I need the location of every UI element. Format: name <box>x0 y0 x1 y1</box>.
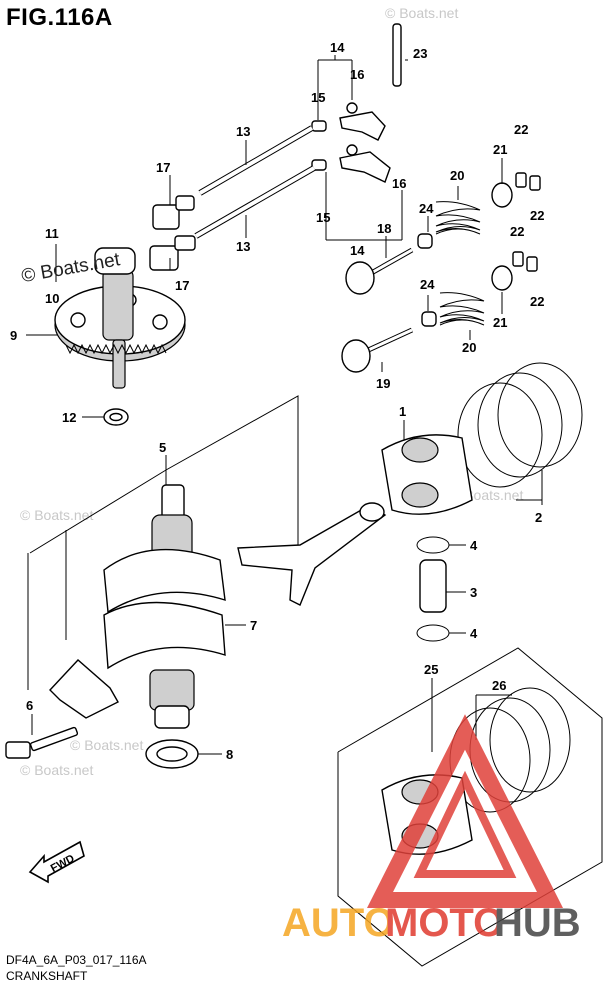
piston-ring-set[interactable] <box>457 362 583 488</box>
callout-label: 23 <box>413 46 427 61</box>
callout-label: 4 <box>470 626 478 641</box>
pin-clip-lower[interactable] <box>416 624 450 642</box>
exhaust-valve[interactable] <box>341 327 414 373</box>
callout-label: 20 <box>450 168 464 183</box>
callout-label: 22 <box>530 294 544 309</box>
washer-part[interactable] <box>103 408 129 426</box>
leader-lines <box>26 55 543 755</box>
brand-part-3: HUB <box>494 901 581 945</box>
figure-title: FIG.116A <box>6 4 113 31</box>
callout-label: 11 <box>45 226 59 241</box>
callout-label: 5 <box>159 440 166 455</box>
rod-cap[interactable] <box>49 659 119 719</box>
callout-label: 14 <box>330 40 345 55</box>
pin-clip-upper[interactable] <box>416 536 450 554</box>
tappet-upper[interactable] <box>152 195 195 230</box>
callout-label: 6 <box>26 698 33 713</box>
brand-watermark-logo: AUTO MOTO HUB <box>282 714 581 945</box>
rocker-shaft-upper[interactable] <box>198 125 314 196</box>
callout-label: 22 <box>510 224 524 239</box>
valve-spring-lower[interactable] <box>421 265 513 327</box>
watermark-text: © Boats.net <box>70 737 143 753</box>
callout-label: 25 <box>424 662 438 677</box>
callout-label: 3 <box>470 585 477 600</box>
brand-part-1: AUTO <box>282 901 395 945</box>
callout-label: 18 <box>377 221 391 236</box>
callout-label: 4 <box>470 538 478 553</box>
callout-label: 1 <box>399 404 406 419</box>
callout-label: 13 <box>236 239 250 254</box>
fwd-label: FWD <box>49 852 77 874</box>
cap-bolt[interactable] <box>5 726 79 759</box>
section-name: CRANKSHAFT <box>6 969 88 983</box>
connecting-rod[interactable] <box>237 502 387 606</box>
reference-numbers: 23 14 16 15 13 17 13 17 15 14 16 20 21 2… <box>10 40 544 762</box>
callout-label: 15 <box>311 90 325 105</box>
callout-label: 17 <box>156 160 170 175</box>
camshaft-gear[interactable] <box>54 247 186 389</box>
intake-valve[interactable] <box>345 247 414 295</box>
tappet-lower[interactable] <box>149 235 196 271</box>
valve-cotter-lower[interactable] <box>512 251 538 272</box>
callout-label: 16 <box>350 67 364 82</box>
callout-label: 24 <box>420 277 435 292</box>
forward-arrow-icon: FWD <box>28 840 85 884</box>
callout-label: 13 <box>236 124 250 139</box>
watermark-text: © Boats.net <box>20 507 93 523</box>
rocker-arm-upper[interactable] <box>311 102 386 141</box>
brand-part-2: MOTO <box>385 901 504 945</box>
rocker-shaft-lower[interactable] <box>194 165 316 239</box>
watermark-text: © Boats.net <box>20 762 93 778</box>
callout-label: 10 <box>45 291 59 306</box>
piston-kit-frame <box>337 647 603 967</box>
callout-label: 19 <box>376 376 390 391</box>
callout-label: 26 <box>492 678 506 693</box>
callout-label: 16 <box>392 176 406 191</box>
piston-pin[interactable] <box>419 559 447 613</box>
crankshaft-part[interactable] <box>103 484 226 729</box>
callout-label: 15 <box>316 210 330 225</box>
callout-label: 22 <box>514 122 528 137</box>
callout-label: 8 <box>226 747 233 762</box>
watermark-text: © Boats.net <box>385 5 458 21</box>
oil-seal[interactable] <box>145 739 199 769</box>
callout-label: 24 <box>419 201 434 216</box>
piston-part[interactable] <box>381 434 473 515</box>
push-rod-part[interactable] <box>392 23 402 87</box>
callout-label: 12 <box>62 410 76 425</box>
callout-label: 2 <box>535 510 542 525</box>
callout-label: 20 <box>462 340 476 355</box>
callout-label: 21 <box>493 315 507 330</box>
callout-label: 22 <box>530 208 544 223</box>
callout-label: 17 <box>175 278 189 293</box>
document-code: DF4A_6A_P03_017_116A <box>6 953 147 967</box>
callout-label: 7 <box>250 618 257 633</box>
rocker-arm-lower[interactable] <box>311 144 391 183</box>
callout-label: 21 <box>493 142 507 157</box>
valve-cotter-upper[interactable] <box>515 172 541 191</box>
callout-label: 9 <box>10 328 17 343</box>
callout-label: 14 <box>350 243 365 258</box>
